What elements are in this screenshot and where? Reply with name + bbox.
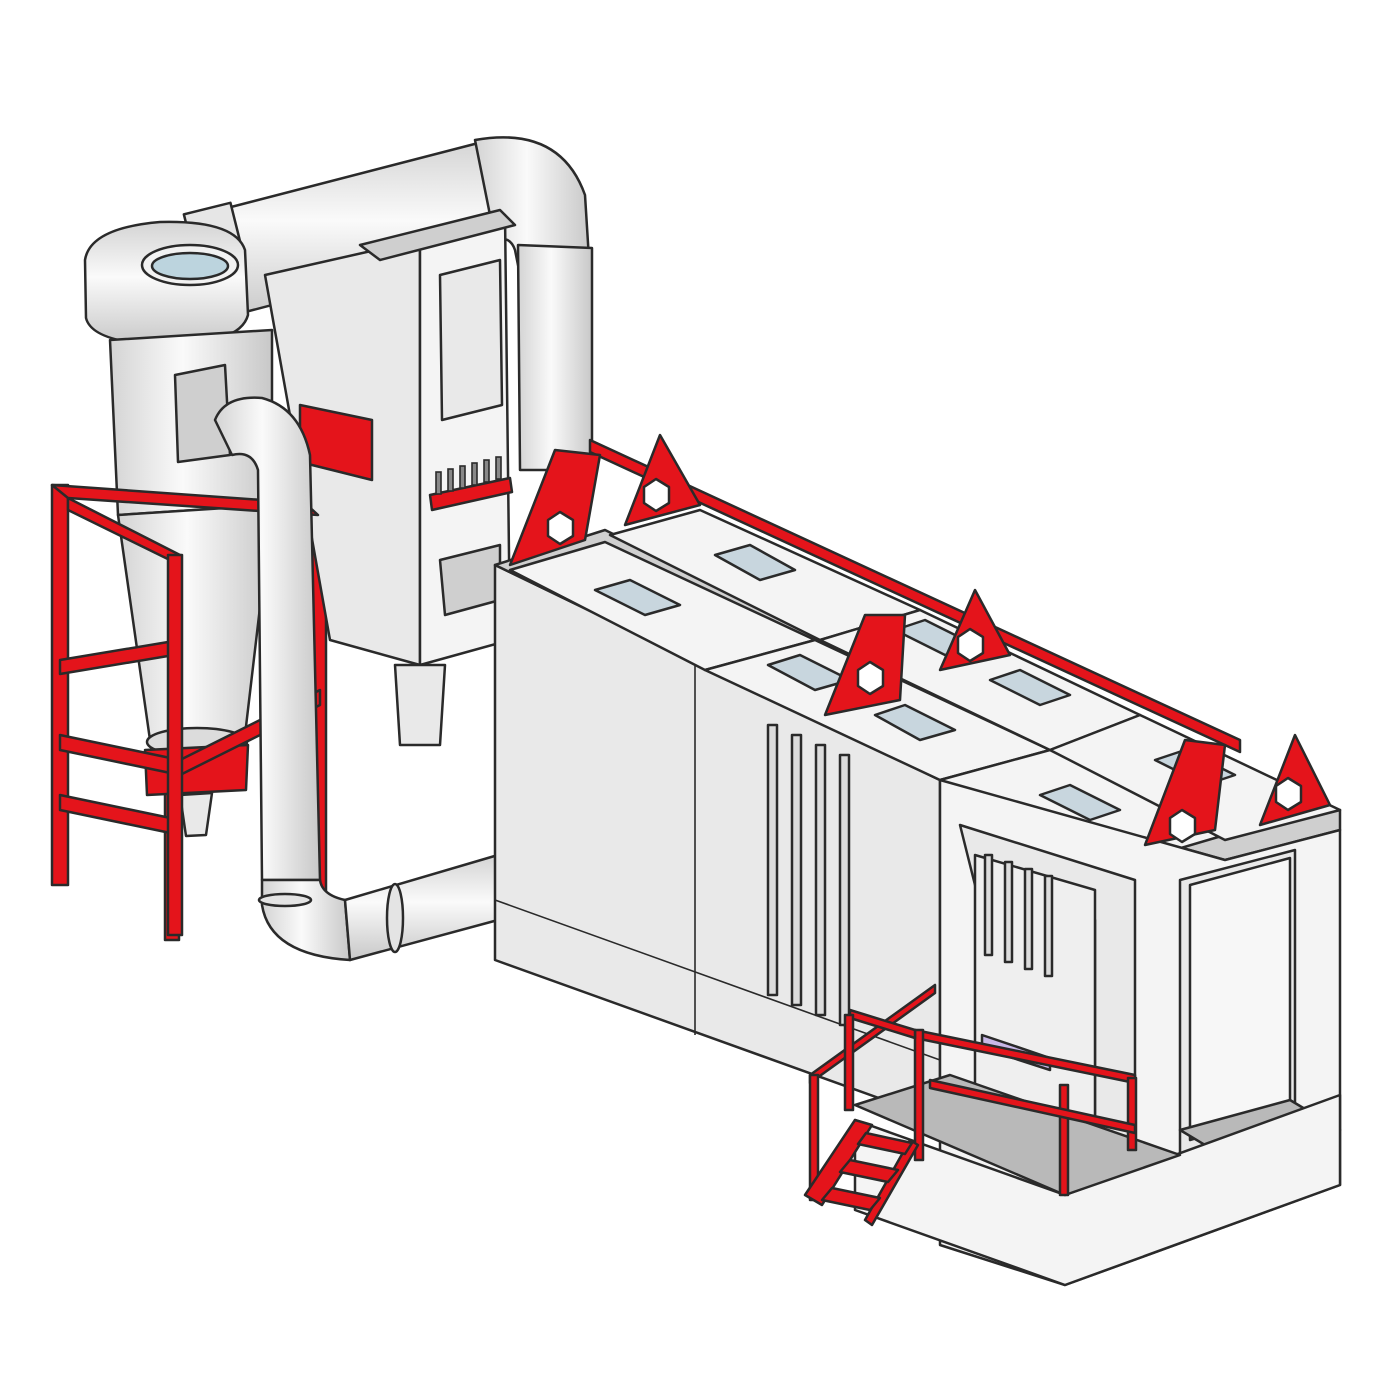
operator-platform xyxy=(803,983,1342,1287)
filter-unit xyxy=(263,208,517,747)
cyclone xyxy=(83,220,274,838)
conveyor-frames xyxy=(508,433,1332,847)
